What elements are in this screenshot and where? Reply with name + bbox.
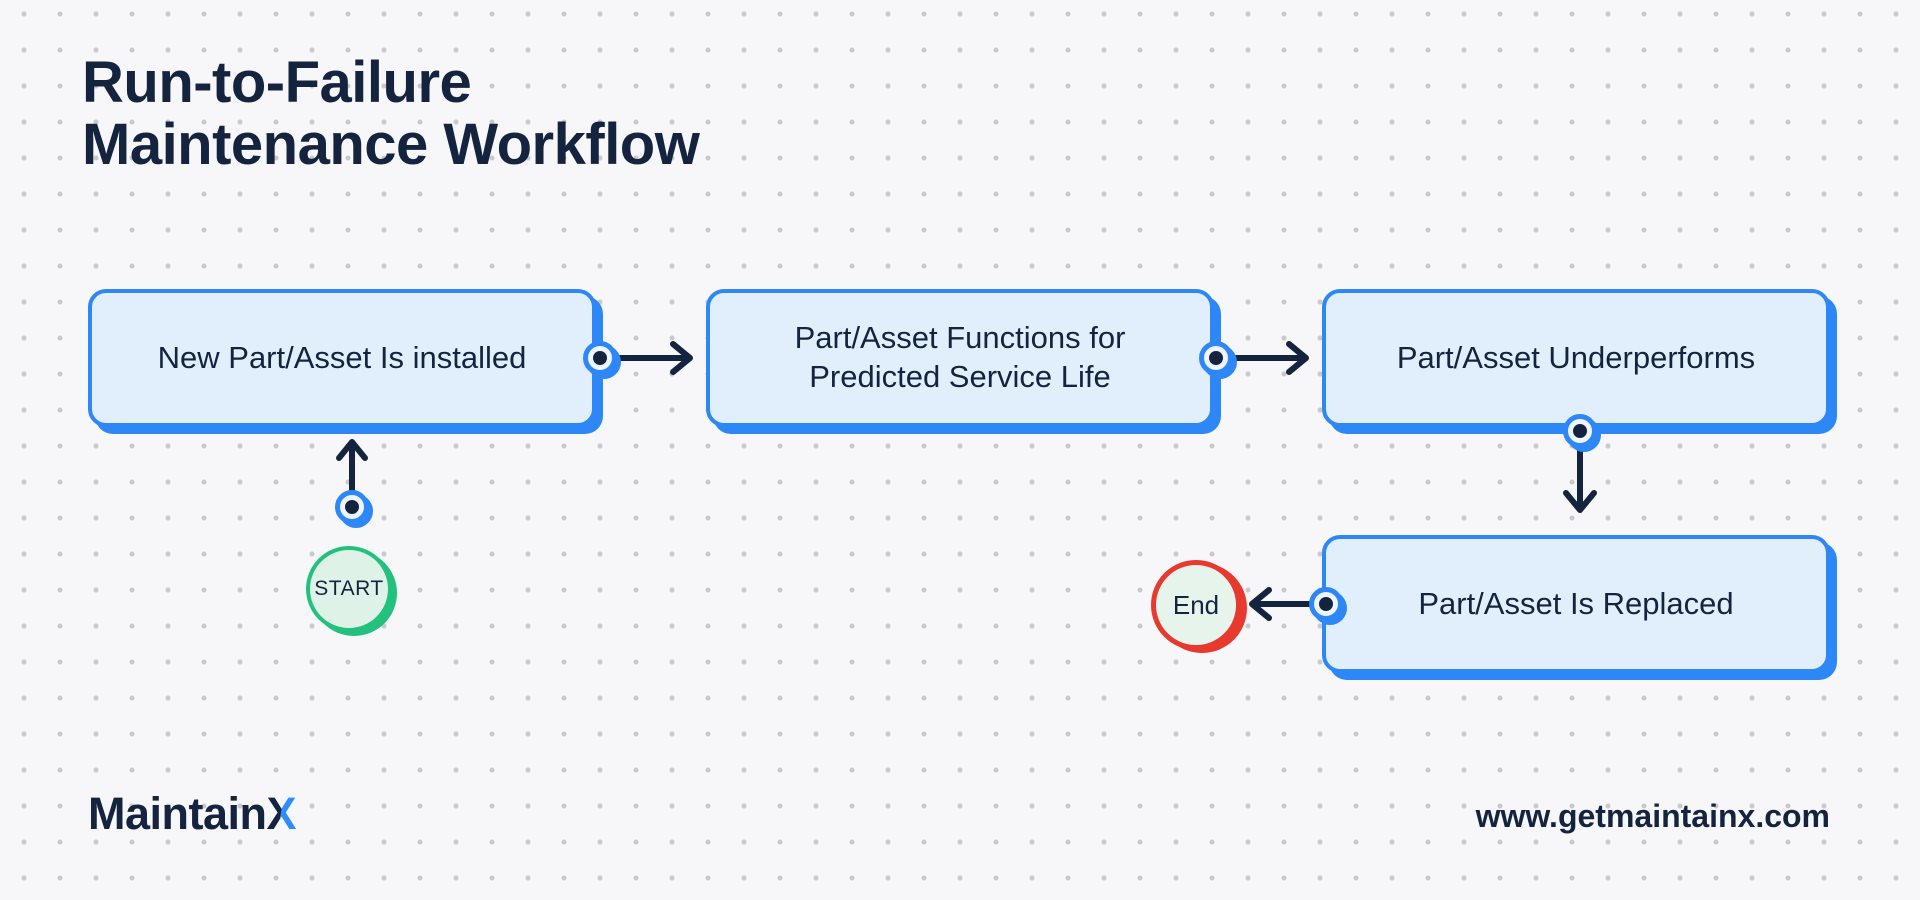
- connector-node-dot: [1319, 597, 1333, 611]
- page-title: Run-to-Failure Maintenance Workflow: [82, 50, 700, 177]
- maintainx-logo-x: X: [266, 788, 297, 839]
- connector-node-dot: [345, 500, 359, 514]
- page-title-line2: Maintenance Workflow: [82, 112, 700, 177]
- flow-box-label: New Part/Asset Is installed: [157, 339, 527, 375]
- page-title-line1: Run-to-Failure: [82, 50, 472, 115]
- flow-box-underperforms: Part/Asset Underperforms: [1322, 289, 1830, 427]
- maintainx-logo-text: Maintain: [88, 788, 267, 839]
- flow-box-new-part-installed: New Part/Asset Is installed: [88, 289, 596, 427]
- flow-box-replaced: Part/Asset Is Replaced: [1322, 535, 1830, 673]
- end-terminal: End: [1151, 560, 1241, 650]
- start-terminal: START: [306, 546, 392, 632]
- connector-node-box2-right: [1199, 341, 1233, 375]
- flow-box-label: Part/Asset Underperforms: [1396, 339, 1756, 375]
- connector-node-box3-bottom: [1563, 414, 1597, 448]
- start-terminal-label: START: [314, 577, 384, 600]
- flow-box-label: Part/Asset Is Replaced: [1418, 585, 1734, 621]
- connector-node-dot: [1573, 424, 1587, 438]
- website-url: www.getmaintainx.com: [1475, 798, 1830, 834]
- flow-box-functions-service-life: Part/Asset Functions for Predicted Servi…: [706, 289, 1214, 427]
- end-terminal-label: End: [1172, 589, 1220, 620]
- connector-node-box1-right: [583, 341, 617, 375]
- flow-box-label: Part/Asset Functions for Predicted Servi…: [794, 320, 1126, 394]
- connector-node-dot: [593, 351, 607, 365]
- connector-node-dot: [1209, 351, 1223, 365]
- connector-node-box4-left: [1309, 587, 1343, 621]
- maintainx-logo: MaintainX: [88, 788, 297, 840]
- connector-node-start: [335, 490, 369, 524]
